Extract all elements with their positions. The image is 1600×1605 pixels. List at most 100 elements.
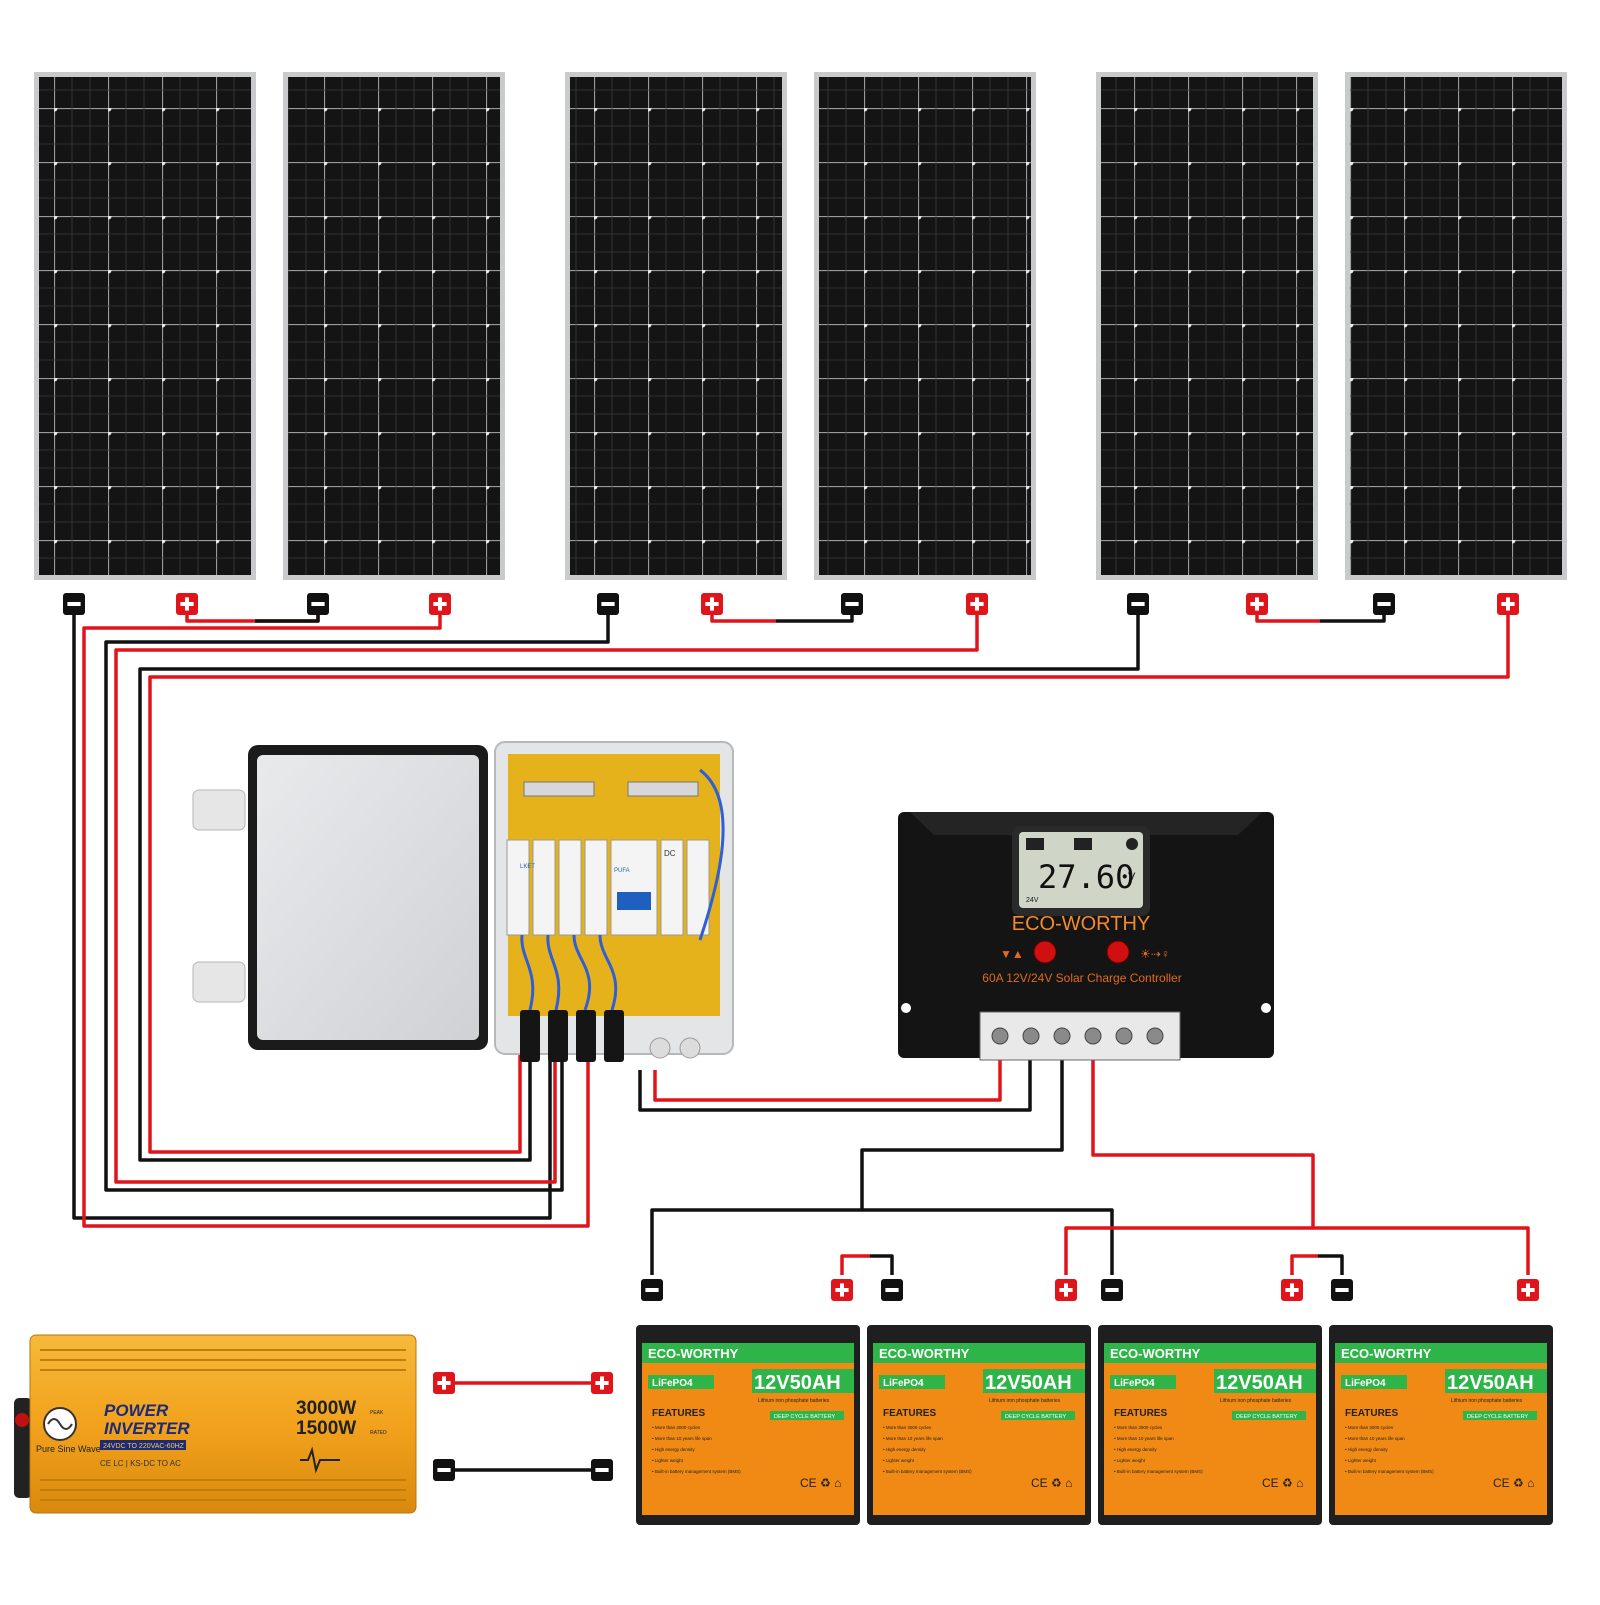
battery-feature-item: • Built-in battery management system (BM… xyxy=(652,1469,741,1474)
battery-feature-item: • High energy density xyxy=(1345,1447,1388,1452)
positive-terminal xyxy=(1055,1279,1077,1301)
battery-feature-item: • Lighter weight xyxy=(1114,1458,1146,1463)
lcd-voltage-unit: V xyxy=(1128,871,1136,883)
power-inverter: Pure Sine Wave POWER INVERTER 3000W PEAK… xyxy=(14,1334,417,1514)
battery-subtitle: Lithium iron phosphate batteries xyxy=(1451,1398,1523,1404)
negative-terminal xyxy=(591,1459,613,1481)
terminal-markers xyxy=(63,593,1539,1481)
wire-pair2-series-neg xyxy=(776,604,854,623)
battery-feature-item: • High energy density xyxy=(652,1447,695,1452)
negative-terminal xyxy=(1331,1279,1353,1301)
negative-terminal xyxy=(881,1279,903,1301)
mc4-inputs[interactable] xyxy=(520,1010,624,1062)
spd-brand-label: PUFA xyxy=(614,868,630,874)
controller-brand: ECO-WORTHY xyxy=(1012,913,1151,935)
solar-panel xyxy=(283,72,505,580)
battery-capacity-label: 12V50AH xyxy=(1216,1372,1303,1394)
battery-cert-marks: CE ♻ ⌂ xyxy=(800,1476,841,1490)
wire-combiner-to-controller-pos xyxy=(653,1060,1002,1102)
inverter-title-2: INVERTER xyxy=(104,1419,190,1438)
inverter-title-1: POWER xyxy=(104,1401,169,1420)
controller-left-button-icon: ▼▲ xyxy=(1000,947,1024,961)
battery-subtitle: Lithium iron phosphate batteries xyxy=(758,1398,830,1404)
battery-bank: ECO-WORTHY LiFePO4 12V50AH Lithium iron pho… xyxy=(636,1325,1553,1525)
battery-feature-item: • High energy density xyxy=(1114,1447,1157,1452)
battery-cert-marks: CE ♻ ⌂ xyxy=(1493,1476,1534,1490)
inverter-rated-power: 1500W xyxy=(296,1418,356,1439)
solar-panel xyxy=(1345,72,1567,580)
battery-deep-cycle-badge: DEEP CYCLE BATTERY xyxy=(774,1414,835,1420)
battery-feature-item: • More than 3000 cycles xyxy=(1345,1425,1394,1430)
positive-terminal xyxy=(429,593,451,615)
controller-left-button[interactable] xyxy=(1033,940,1057,964)
battery-feature-item: • More than 10 years life span xyxy=(883,1436,943,1441)
wire-battery-link2-pos xyxy=(1290,1254,1318,1275)
positive-terminal xyxy=(1497,593,1519,615)
battery-chemistry-badge: LiFePO4 xyxy=(1114,1378,1155,1389)
negative-terminal xyxy=(597,593,619,615)
inverter-wave-label: Pure Sine Wave xyxy=(36,1444,101,1454)
breaker-brand-label: LKET xyxy=(520,864,535,870)
wire-pair1-series xyxy=(185,604,320,623)
negative-terminal xyxy=(433,1459,455,1481)
inverter-peak-power: 3000W xyxy=(296,1398,356,1419)
inverter-cert-line: CE LC | KS-DC TO AC xyxy=(100,1459,181,1468)
battery-feature-item: • More than 10 years life span xyxy=(652,1436,712,1441)
battery-feature-item: • Lighter weight xyxy=(1345,1458,1377,1463)
positive-terminal xyxy=(1246,593,1268,615)
battery-capacity-label: 12V50AH xyxy=(754,1372,841,1394)
solar-panel xyxy=(814,72,1036,580)
positive-terminal xyxy=(701,593,723,615)
solar-panel xyxy=(1096,72,1318,580)
controller-terminal-screws xyxy=(991,1027,1164,1045)
controller-light-icon: ☀⇢♀ xyxy=(1140,947,1170,961)
battery-feature-item: • More than 10 years life span xyxy=(1114,1436,1174,1441)
negative-terminal xyxy=(307,593,329,615)
battery-brand: ECO-WORTHY xyxy=(1110,1346,1201,1361)
battery-capacity-label: 12V50AH xyxy=(985,1372,1072,1394)
positive-terminal xyxy=(176,593,198,615)
positive-terminal xyxy=(591,1372,613,1394)
controller-right-button[interactable] xyxy=(1106,940,1130,964)
wire-string1-neg xyxy=(72,604,552,1220)
negative-terminal xyxy=(841,593,863,615)
dc-isolators[interactable]: DC xyxy=(660,839,710,936)
battery-feature-item: • Lighter weight xyxy=(883,1458,915,1463)
battery-feature-item: • More than 10 years life span xyxy=(1345,1436,1405,1441)
isolator-label: DC xyxy=(664,849,676,858)
surge-protector[interactable]: PUFA xyxy=(610,839,658,936)
inverter-spec-strip: 24VDC TO 220VAC-60HZ xyxy=(103,1443,185,1450)
battery-features-title: FEATURES xyxy=(1345,1408,1398,1419)
battery-feature-item: • More than 3000 cycles xyxy=(883,1425,932,1430)
negative-terminal xyxy=(63,593,85,615)
wire-string1-pos xyxy=(82,604,590,1228)
battery-features-title: FEATURES xyxy=(883,1408,936,1419)
string-breakers[interactable]: LKET xyxy=(506,839,608,936)
wire-battery-link1-neg xyxy=(870,1254,894,1275)
solar-panel xyxy=(565,72,787,580)
battery-brand: ECO-WORTHY xyxy=(648,1346,739,1361)
negative-terminal xyxy=(1127,593,1149,615)
wire-controller-to-battery-pos-b xyxy=(1313,1226,1530,1275)
battery-cert-marks: CE ♻ ⌂ xyxy=(1031,1476,1072,1490)
wire-string3-neg xyxy=(138,604,1140,1162)
controller-model-text: 60A 12V/24V Solar Charge Controller xyxy=(982,971,1181,985)
wire-controller-to-battery-pos xyxy=(1064,1060,1315,1275)
battery-deep-cycle-badge: DEEP CYCLE BATTERY xyxy=(1005,1414,1066,1420)
positive-terminal xyxy=(1517,1279,1539,1301)
wire-string2-neg xyxy=(104,604,610,1192)
battery-chemistry-badge: LiFePO4 xyxy=(883,1378,924,1389)
wire-battery-link1-pos xyxy=(840,1254,870,1275)
battery-chemistry-badge: LiFePO4 xyxy=(652,1378,693,1389)
charge-controller: 27.60 V 24V ECO-WORTHY ▼▲ ☀⇢♀ 60A 12V/24… xyxy=(898,812,1274,1061)
wire-string3-pos xyxy=(148,604,1510,1154)
battery-deep-cycle-badge: DEEP CYCLE BATTERY xyxy=(1467,1414,1528,1420)
battery-brand: ECO-WORTHY xyxy=(879,1346,970,1361)
negative-terminal xyxy=(1101,1279,1123,1301)
battery-cert-marks: CE ♻ ⌂ xyxy=(1262,1476,1303,1490)
negative-terminal xyxy=(1373,593,1395,615)
